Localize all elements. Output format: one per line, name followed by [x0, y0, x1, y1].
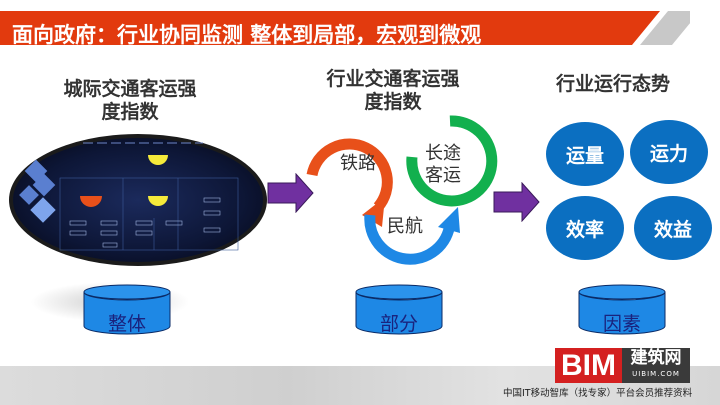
bubble-capacity: 运力 [630, 120, 708, 184]
cycle-diagram [300, 115, 500, 275]
page-title: 面向政府：行业协同监测 整体到局部，宏观到微观 [12, 23, 482, 47]
bubble-volume: 运量 [546, 122, 624, 186]
bubble-efficiency: 效率 [546, 196, 624, 260]
title-banner: 面向政府：行业协同监测 整体到局部，宏观到微观 [0, 11, 690, 47]
cycle-label-long-distance: 长途 客运 [425, 143, 461, 186]
column-title-trend: 行业运行态势 [555, 73, 670, 95]
dashboard-screenshot [8, 133, 268, 268]
bim-logo: BIM 建筑网 UIBIM.COM [555, 348, 690, 383]
arrow-right-1 [266, 172, 316, 217]
arrow-right-2 [492, 181, 542, 226]
banner-shape [0, 11, 690, 45]
column-title-industry: 行业交通客运强 度指数 [326, 68, 460, 113]
footer-source-text: 中国IT移动智库（找专家）平台会员推荐资料 [503, 388, 693, 399]
bubble-benefit: 效益 [634, 196, 712, 260]
cycle-label-aviation: 民航 [387, 216, 423, 237]
cycle-label-rail: 铁路 [340, 153, 376, 174]
column-title-intercity: 城际交通客运强 度指数 [63, 78, 197, 123]
